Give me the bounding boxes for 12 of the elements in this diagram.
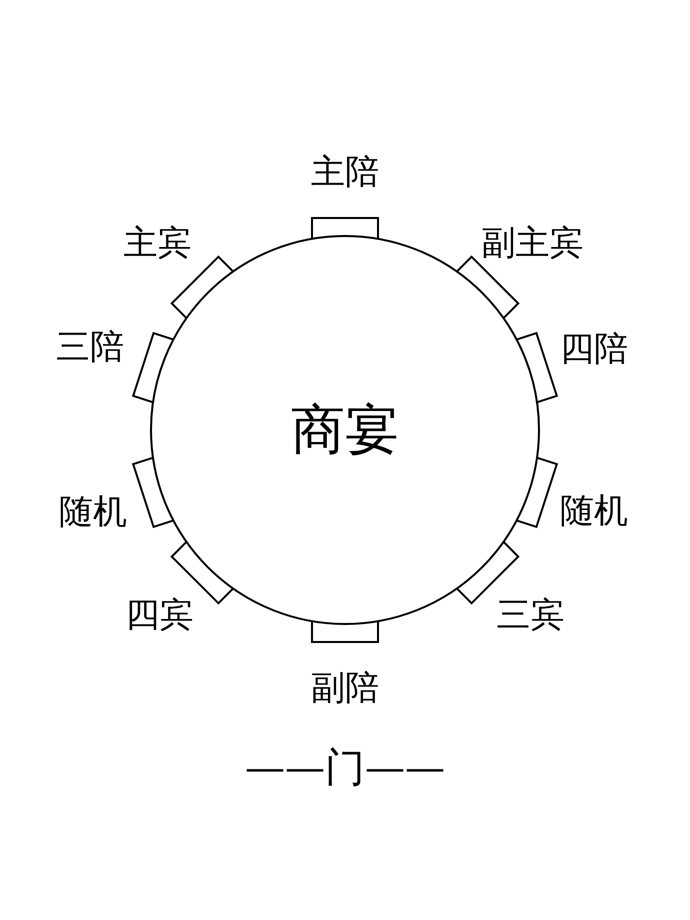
- seat-label: 四陪: [560, 332, 628, 366]
- seat-label: 三宾: [496, 598, 564, 632]
- seat-label: 三陪: [56, 330, 124, 364]
- seat-label: 随机: [560, 494, 628, 528]
- seat-label: 副陪: [311, 671, 379, 705]
- seat-label: 主陪: [311, 155, 379, 189]
- seat-label: 随机: [58, 494, 127, 529]
- seat-label: 副主宾: [481, 226, 584, 260]
- door-label: ——门——: [245, 748, 445, 788]
- table-title: 商宴: [291, 396, 399, 462]
- seat-label: 四宾: [126, 598, 194, 632]
- seat-label: 主宾: [124, 226, 192, 260]
